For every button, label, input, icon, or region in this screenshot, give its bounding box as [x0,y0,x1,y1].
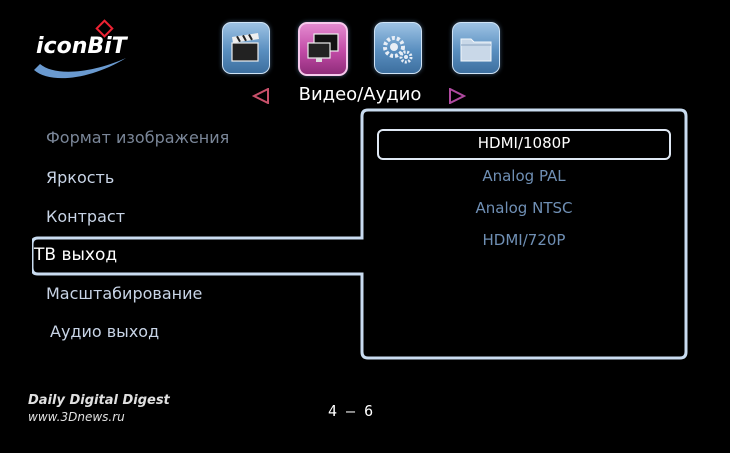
folder-icon [460,38,492,62]
category-settings[interactable] [374,22,422,74]
arrow-left-icon[interactable] [252,88,270,104]
header-nav: Видео/Аудио [250,84,470,108]
watermark-url: www.3Dnews.ru [28,410,125,424]
tv-output-options: HDMI/1080P Analog PAL Analog NTSC HDMI/7… [362,110,686,360]
option-analog-ntsc[interactable]: Analog NTSC [475,199,573,217]
selection-frame [32,108,688,360]
watermark: Daily Digital Digest www.3Dnews.ru [28,392,170,426]
watermark-title: Daily Digital Digest [28,393,170,408]
option-analog-pal[interactable]: Analog PAL [482,167,566,185]
arrow-right-icon[interactable] [448,88,466,104]
menu-item-aspect-ratio[interactable]: Формат изображения [46,128,230,147]
page-indicator: 4 – 6 [328,402,374,420]
gears-icon [383,36,413,64]
menu-item-tv-output[interactable]: ТВ выход [34,245,118,265]
clapperboard-icon [231,33,259,62]
menu-item-brightness[interactable]: Яркость [46,168,115,187]
logo-swoosh-icon [34,58,126,79]
menu-item-contrast[interactable]: Контраст [46,207,126,226]
category-bar [0,22,730,76]
category-video-audio[interactable] [298,22,348,76]
display-icon [307,33,339,62]
page-title: Видео/Аудио [298,84,422,105]
logo-text: iconBiT [36,34,127,59]
option-hdmi-720p[interactable]: HDMI/720P [482,231,566,249]
option-highlight [377,129,671,160]
category-movies[interactable] [222,22,270,74]
menu-item-audio-output[interactable]: Аудио выход [50,322,160,341]
option-hdmi-1080p[interactable]: HDMI/1080P [477,134,571,152]
menu-item-scaling[interactable]: Масштабирование [46,284,203,303]
iconbit-logo: iconBiT [30,19,130,82]
category-files[interactable] [452,22,500,74]
